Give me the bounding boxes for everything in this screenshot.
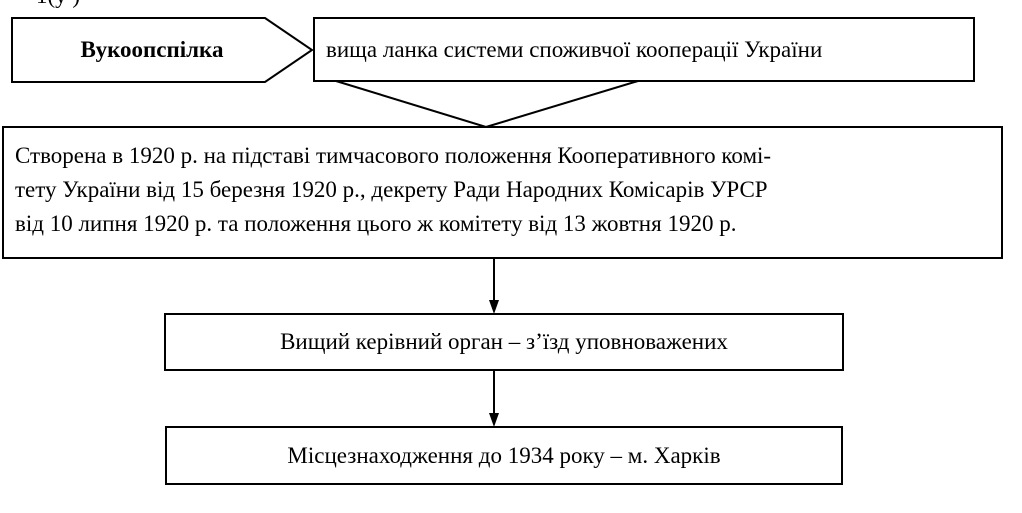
arrowhead-2 bbox=[489, 413, 499, 427]
location-box-frame bbox=[165, 426, 843, 485]
history-box-frame bbox=[2, 126, 1003, 259]
definition-text: вища ланка системи споживчої кооперації … bbox=[326, 36, 823, 62]
title-arrow-shape bbox=[11, 17, 314, 83]
callout-pointer bbox=[335, 80, 639, 129]
governing-text: Вищий керівний орган – з’їзд уповноважен… bbox=[280, 329, 728, 355]
governing-box-frame bbox=[164, 313, 844, 371]
location-text: Місцезнаходження до 1934 року – м. Харкі… bbox=[287, 442, 721, 468]
history-text: Створена в 1920 р. на підставі тимчасово… bbox=[15, 143, 772, 236]
top-fragment-text: 1(у ) bbox=[36, 0, 80, 9]
definition-box-frame bbox=[313, 17, 975, 82]
title-label: Вукоопспілка bbox=[80, 37, 224, 63]
arrowhead-1 bbox=[489, 300, 499, 314]
